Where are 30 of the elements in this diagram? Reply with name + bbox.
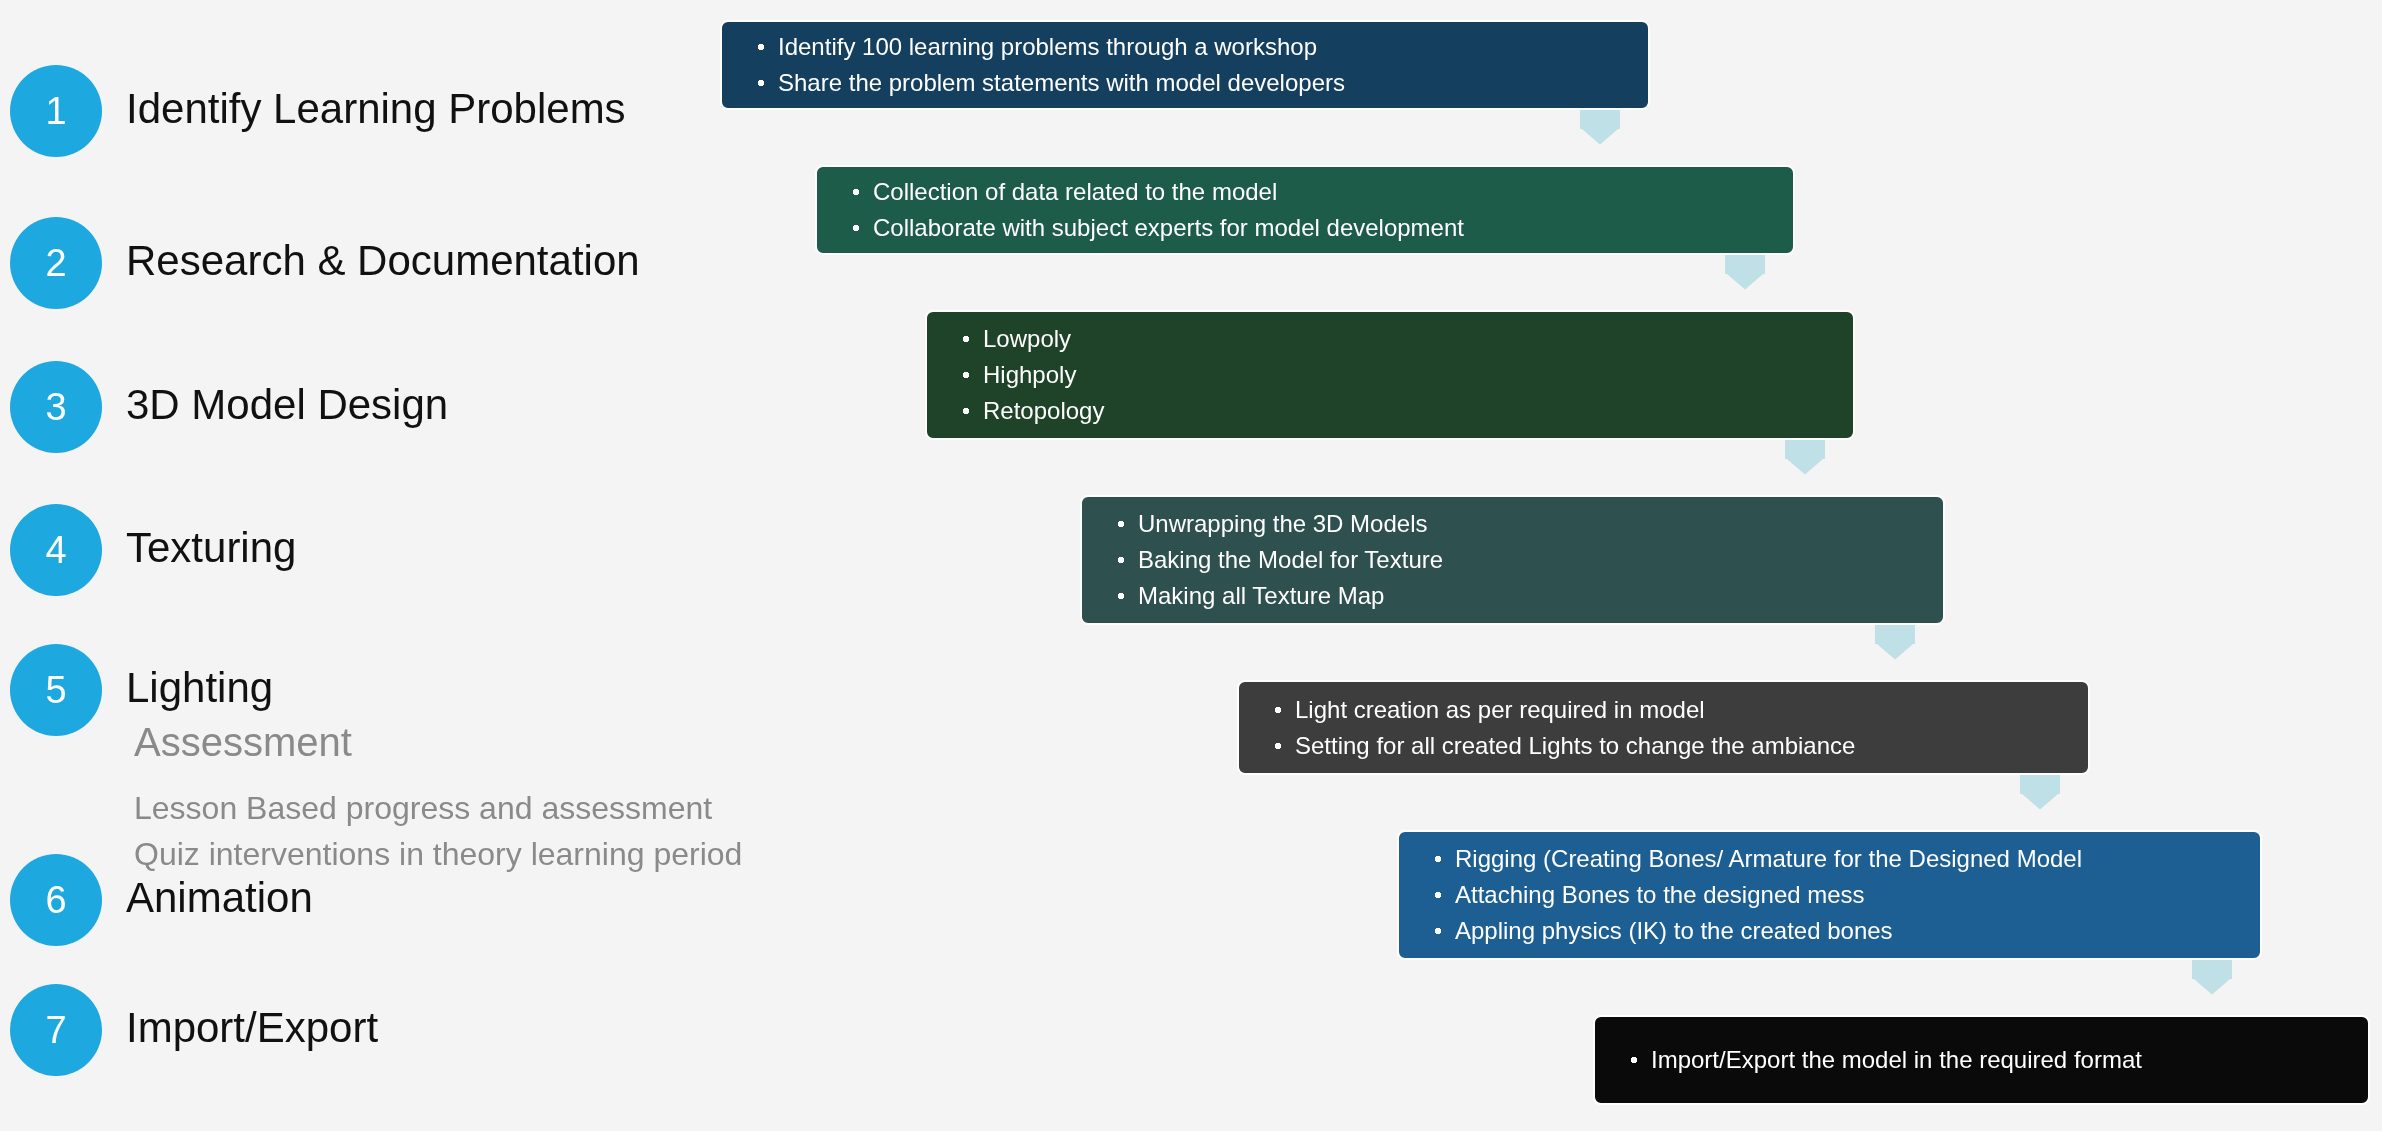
step-number-circle: 7 (10, 984, 102, 1076)
step-number-circle: 1 (10, 65, 102, 157)
step-detail-box (1237, 680, 2090, 775)
step-number-circle: 2 (10, 217, 102, 309)
step-detail-box (1593, 1015, 2370, 1105)
step-detail-box (720, 20, 1650, 110)
block-arrow (1785, 440, 1825, 475)
block-arrow (2192, 960, 2232, 995)
step-number-circle: 6 (10, 854, 102, 946)
step-title: 3D Model Design (126, 381, 449, 429)
faint-note: Lesson Based progress and assessment (134, 790, 713, 827)
step-number-circle: 3 (10, 361, 102, 453)
step-title: Texturing (126, 524, 297, 572)
block-arrow (2020, 775, 2060, 810)
step-title: Research & Documentation (126, 237, 640, 285)
step-detail-box (1080, 495, 1945, 625)
step-number-circle: 4 (10, 504, 102, 596)
block-arrow (1580, 110, 1620, 145)
block-arrow (1875, 625, 1915, 660)
step-title: Animation (126, 874, 313, 922)
step-detail-box (1397, 830, 2262, 960)
step-detail-box (815, 165, 1795, 255)
step-number-circle: 5 (10, 644, 102, 736)
faint-note: Quiz interventions in theory learning period (134, 836, 743, 873)
faint-heading: Assessment (134, 720, 352, 765)
step-title: Import/Export (126, 1004, 379, 1052)
block-arrow (1725, 255, 1765, 290)
step-title: Identify Learning Problems (126, 85, 626, 133)
step-title: Lighting (126, 664, 274, 712)
step-detail-box (925, 310, 1855, 440)
